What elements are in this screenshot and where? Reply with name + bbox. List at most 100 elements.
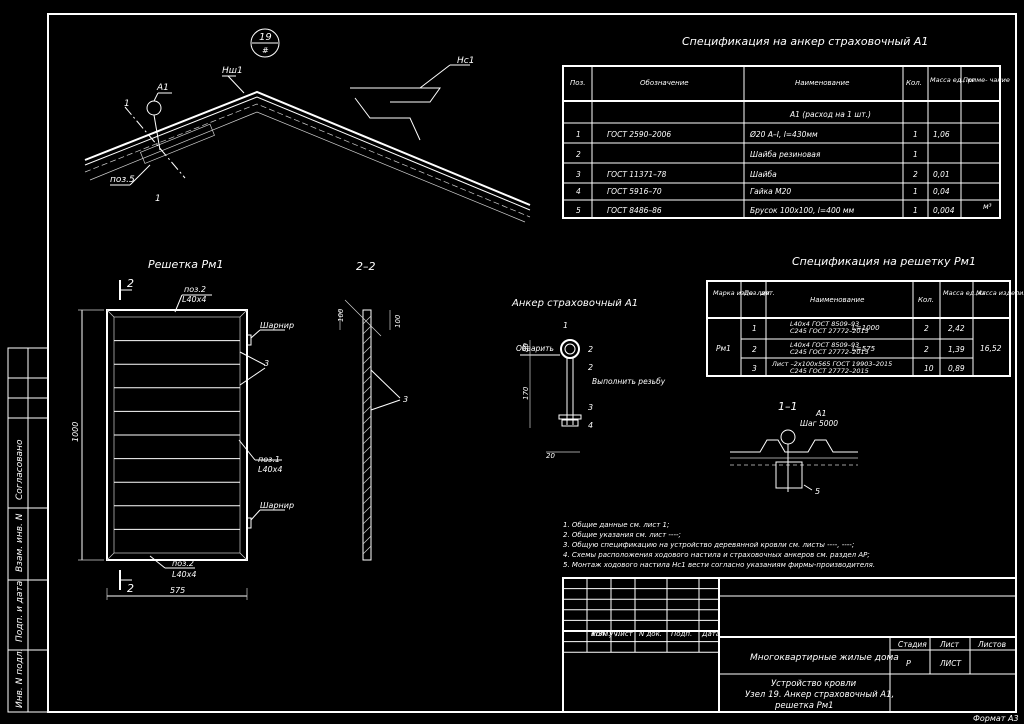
stamp-sheet-header: Лист — [939, 640, 960, 649]
cut-1-top: 1 — [124, 99, 130, 109]
grate-row-mass: 1,39 — [948, 345, 965, 354]
grate-row-name2: С245 ГОСТ 27772–2015 — [790, 327, 869, 335]
anchor-label-2a: 2 — [588, 345, 593, 354]
stamp-col-change: Изм. — [592, 629, 611, 638]
anchor-row-qty: 1 — [913, 130, 918, 139]
note-3: 3. Общую спецификацию на устройство дере… — [563, 541, 854, 549]
grate-poz2-top: поз.2 — [184, 285, 206, 294]
anchor-row-note: м³ — [983, 202, 992, 211]
anchor-row-name: Гайка М20 — [750, 187, 791, 196]
grate-poz1: поз.1 — [258, 455, 280, 464]
node-sheet: # — [262, 46, 269, 55]
section-11-title: 1–1 — [778, 400, 798, 413]
hatch-line — [362, 515, 372, 525]
anchor-h-pos: Поз. — [570, 79, 586, 87]
anchor-h-doc: Обозначение — [640, 79, 689, 87]
grate-h-mark: Марка изде- лия — [713, 289, 770, 297]
grate-row-mass: 0,89 — [948, 364, 965, 373]
section-22-label-3: 3 — [403, 395, 408, 404]
note-1: 1. Общие данные см. лист 1; — [563, 521, 669, 529]
node-number: 19 — [259, 32, 272, 43]
stamp-stage: Р — [906, 659, 911, 668]
stamp-col-doc: N док. — [639, 630, 662, 638]
grate-label-3: 3 — [264, 359, 269, 368]
anchor-label-3: 3 — [588, 403, 593, 412]
anchor-obvarit: Обварить — [516, 344, 554, 353]
hatch-line — [362, 415, 372, 425]
format-label: Формат А3 — [973, 714, 1019, 723]
anchor-row-qty: 1 — [913, 187, 918, 196]
grate-spec-title: Спецификация на решетку Рм1 — [792, 255, 976, 268]
hatch-line — [362, 355, 372, 365]
grate-h-mass: Масса ед.,кг — [943, 289, 986, 297]
hatch-line — [362, 425, 372, 435]
grate-h-name: Наименование — [810, 296, 864, 304]
side-inv-original: Инв. N подл. — [15, 649, 25, 708]
roof-node-view: 19 # Нс1 Нш1 А1 поз.5 1 1 — [84, 28, 531, 223]
anchor-label-4: 4 — [588, 421, 593, 430]
anchor-row-name: Брусок 100х100, l=400 мм — [750, 206, 855, 215]
grate-row-mass: 2,42 — [948, 324, 965, 333]
grate-total: 16,52 — [980, 344, 1002, 353]
grate-h-pos: Поз. дет. — [744, 289, 775, 297]
stamp-title-l3: решетка Рм1 — [774, 701, 834, 711]
anchor-row-name: Ø20 A–I, l=430мм — [749, 130, 818, 139]
grate-mark: Рм1 — [716, 344, 731, 353]
anchor-row-pos: 3 — [576, 170, 581, 179]
hatch-line — [362, 525, 372, 535]
hatch-line — [362, 435, 372, 445]
hatch-line — [362, 385, 372, 395]
grate-l-bottom: L40x4 — [172, 570, 196, 579]
anchor-dim-170: 170 — [522, 386, 530, 400]
anchor-row-pos: 5 — [576, 206, 581, 215]
grate-row-qty: 2 — [924, 345, 929, 354]
grate-row-length: L=1000 — [852, 324, 880, 332]
grate-row-pos: 1 — [752, 324, 757, 333]
anchor-row-mass: 0,01 — [933, 170, 950, 179]
section-1-1: 1–1 5 А1 Шаг 5000 — [730, 400, 858, 496]
note-4: 4. Схемы расположения ходового настила и… — [563, 551, 870, 559]
note-2: 2. Общие указания см. лист ----; — [563, 531, 681, 539]
stamp-col-date: Дата — [701, 630, 720, 638]
side-sign-date: Подп. и дата — [15, 581, 25, 642]
grate-spec-table: Спецификация на решетку Рм1 Марка изде- … — [706, 255, 1024, 377]
grate-row-name2: С245 ГОСТ 27772–2015 — [790, 348, 869, 356]
anchor-view: Анкер страховочный А1 Обварить 80 170 20… — [511, 298, 666, 460]
hatch-line — [362, 365, 372, 375]
side-replace-inv: Взам. инв. N — [15, 513, 25, 572]
cut-1-bottom: 1 — [155, 194, 161, 204]
section-22-title: 2–2 — [356, 260, 376, 273]
hatch-line — [362, 375, 372, 385]
anchor-label-1: 1 — [563, 321, 568, 330]
anchor-h-name: Наименование — [795, 79, 849, 87]
anchor-row-pos: 1 — [576, 130, 581, 139]
hatch-line — [362, 495, 372, 505]
hatch-line — [362, 535, 372, 545]
grate-row-name2: С245 ГОСТ 27772–2015 — [790, 367, 869, 375]
hatch-line — [362, 505, 372, 515]
grate-h-qty: Кол. — [918, 296, 934, 304]
grate-l-top: L40x4 — [182, 295, 206, 304]
stamp-title-l2: Узел 19. Анкер страховочный А1, — [745, 690, 894, 700]
section-11-a1: А1 — [815, 409, 827, 418]
anchor-dim-80: 80 — [522, 343, 530, 352]
section-11-step: Шаг 5000 — [800, 419, 838, 428]
hatch-line — [362, 545, 372, 555]
anchor-row-mass: 0,004 — [933, 206, 955, 215]
hatch-line — [362, 315, 372, 325]
grate-hinge-bottom: Шарнир — [260, 501, 294, 510]
hatch-line — [362, 345, 372, 355]
anchor-row-doc: ГОСТ 5916–70 — [607, 187, 662, 196]
stamp-sheet: ЛИСТ — [939, 659, 962, 668]
section-2-2: 2–2 100 100 3 — [337, 260, 408, 561]
grate-row-qty: 2 — [924, 324, 929, 333]
anchor-row-name: Шайба — [750, 170, 777, 179]
anchor-view-title: Анкер страховочный А1 — [511, 298, 638, 309]
grate-row-name1: Лист –2х100х565 ГОСТ 19903–2015 — [771, 360, 892, 368]
anchor-row-pos: 4 — [576, 187, 581, 196]
grate-cut-top: 2 — [127, 277, 134, 290]
stamp-sheets-header: Листов — [977, 640, 1006, 649]
anchor-row-doc: ГОСТ 8486–86 — [607, 206, 662, 215]
stamp-title-l1: Устройство кровли — [771, 679, 857, 689]
anchor-h-mass: Масса ед., кг — [930, 76, 975, 84]
